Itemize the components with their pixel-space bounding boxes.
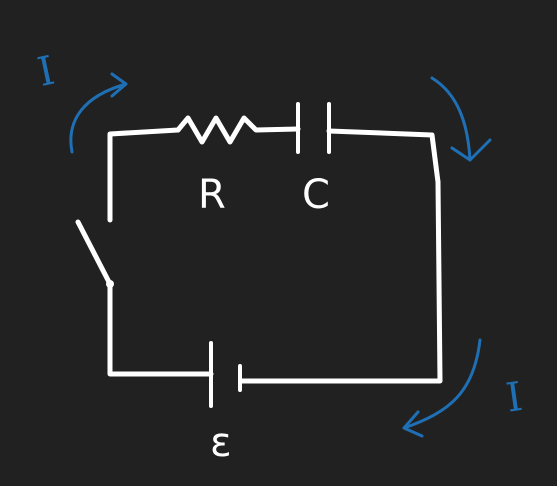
top-wire-right — [326, 128, 441, 185]
right-wire — [238, 179, 443, 384]
top-wire-left — [107, 127, 181, 223]
switch-pivot — [106, 280, 114, 288]
current-label-bottom-right: I — [503, 374, 525, 422]
current-arrow-bottom-right — [402, 338, 482, 438]
bottom-left-wire — [107, 281, 214, 377]
current-arrow-top-left — [69, 72, 128, 154]
emf-label: ε — [210, 420, 232, 466]
current-label-top-left: I — [34, 48, 59, 96]
resistor-label: R — [198, 172, 226, 218]
current-arrow-top-right — [430, 76, 492, 162]
resistor — [175, 115, 301, 145]
capacitor-label: C — [302, 172, 330, 218]
switch-lever[interactable] — [75, 219, 113, 287]
